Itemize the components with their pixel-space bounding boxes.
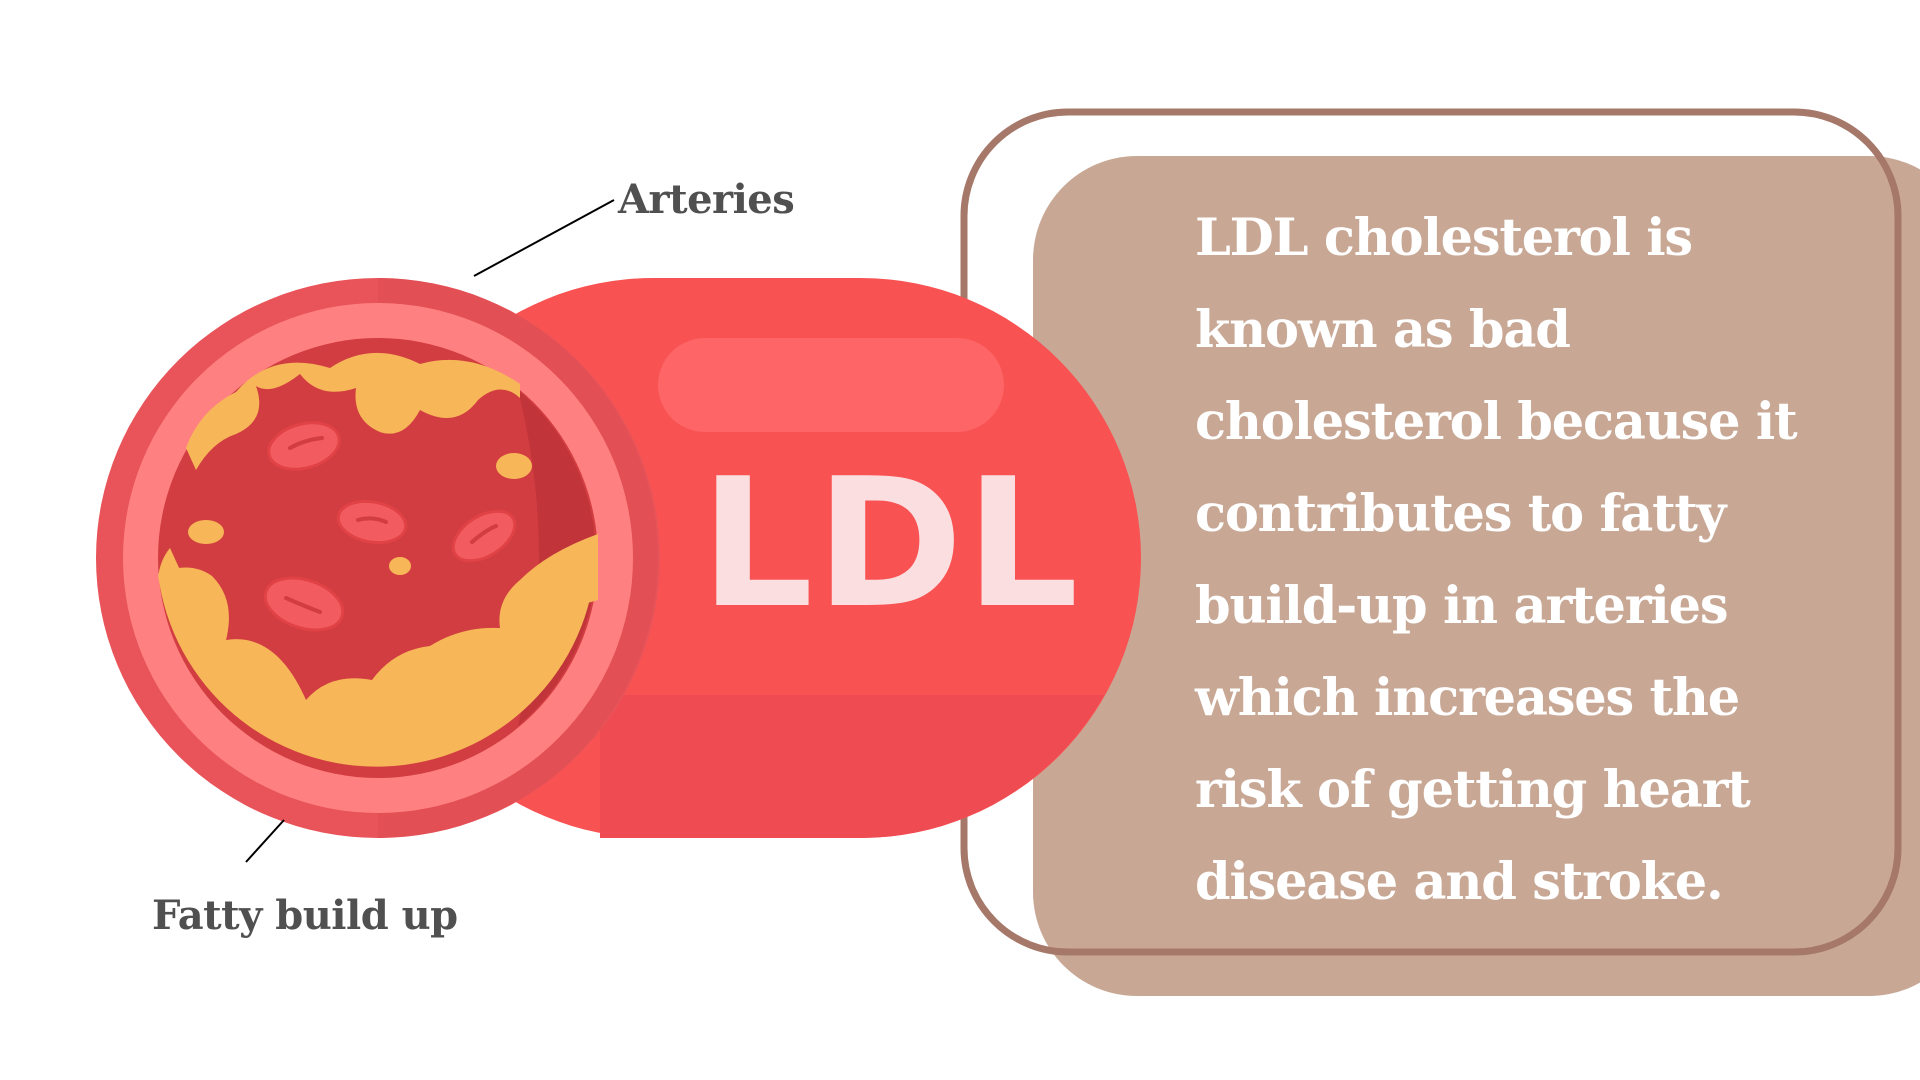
artery-cross-section <box>96 278 660 838</box>
info-line: disease and stroke. <box>1195 852 1724 912</box>
info-card-background <box>1033 156 1920 996</box>
blood-cells <box>263 421 517 632</box>
vessel-bottom-shade <box>600 695 1104 838</box>
fatty-build-up-leader-line <box>245 819 285 863</box>
fat-plaque-top <box>186 352 520 470</box>
label-fatty-build-up: Fatty build up <box>152 892 458 939</box>
fat-droplets <box>188 453 532 575</box>
info-line: cholesterol because it <box>1195 392 1798 452</box>
info-line: contributes to fatty <box>1195 484 1726 544</box>
ldl-vessel-label: LDL <box>700 440 1081 647</box>
label-arteries: Arteries <box>618 176 795 223</box>
info-line: known as bad <box>1195 300 1571 360</box>
info-line: risk of getting heart <box>1195 760 1751 820</box>
info-line: build-up in arteries <box>1195 576 1729 636</box>
info-text: LDL cholesterol is known as bad choleste… <box>1195 192 1845 928</box>
vessel-highlight <box>658 338 1004 432</box>
info-line: which increases the <box>1195 668 1740 728</box>
blood-cell <box>451 509 517 563</box>
blood-cell <box>267 421 341 471</box>
arteries-leader-line <box>473 199 615 277</box>
fat-plaque-bottom <box>158 558 596 767</box>
blood-cell <box>336 499 408 545</box>
info-line: LDL cholesterol is <box>1195 208 1693 268</box>
